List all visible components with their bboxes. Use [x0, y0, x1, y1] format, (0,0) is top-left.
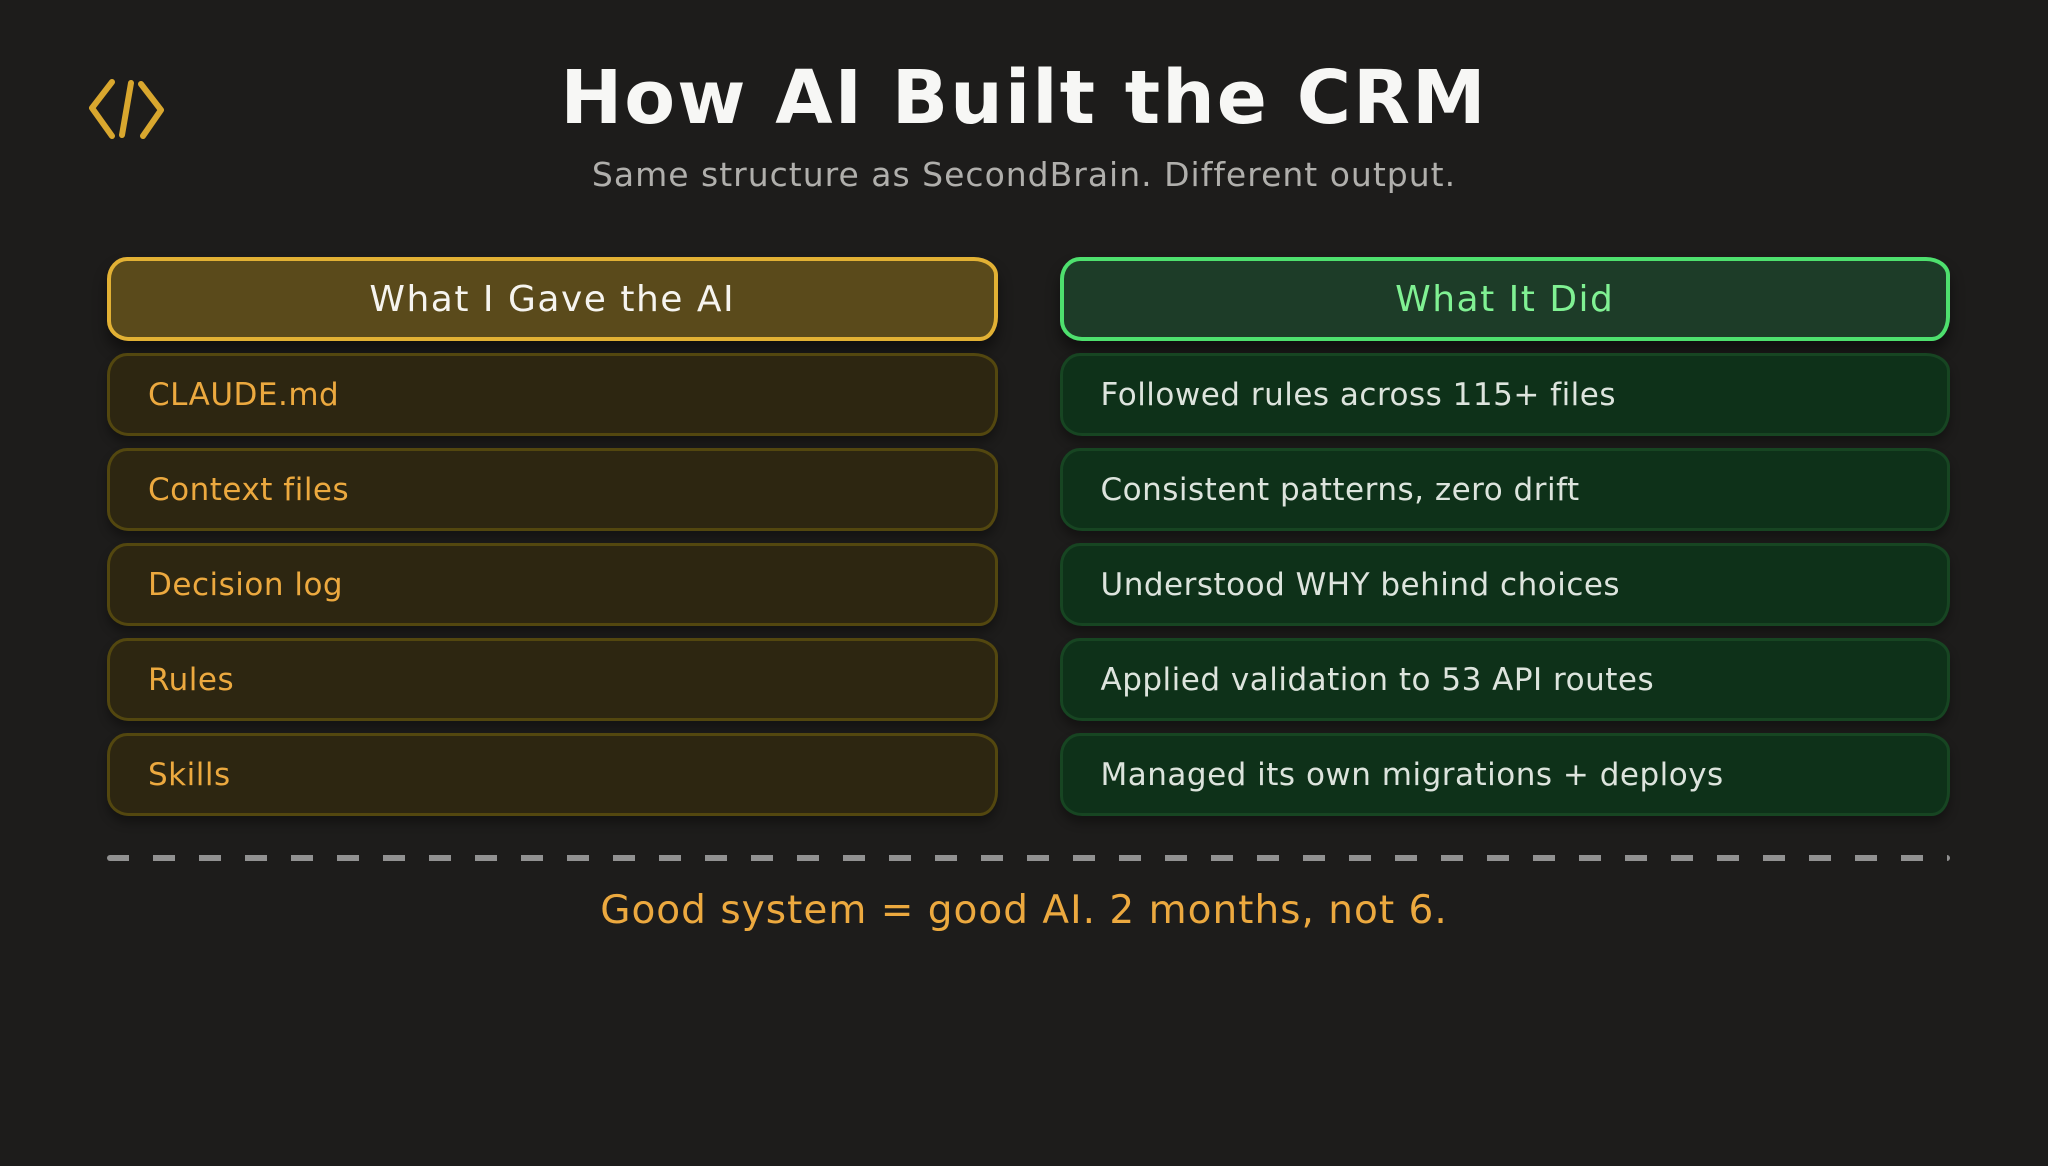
- column-what-i-gave: What I Gave the AI CLAUDE.md Context fil…: [107, 257, 998, 828]
- page-header: How AI Built the CRM Same structure as S…: [0, 55, 2048, 195]
- left-item-claude-md: CLAUDE.md: [107, 353, 998, 436]
- right-item-applied-validation: Applied validation to 53 API routes: [1059, 638, 1950, 721]
- page-title: How AI Built the CRM: [560, 55, 1488, 141]
- right-column-header: What It Did: [1059, 257, 1950, 341]
- column-what-it-did: What It Did Followed rules across 115+ f…: [1059, 257, 1950, 828]
- footer-quote: Good system = good AI. 2 months, not 6.: [600, 888, 1448, 933]
- page-subtitle: Same structure as SecondBrain. Different…: [591, 155, 1457, 195]
- right-item-managed-migrations: Managed its own migrations + deploys: [1059, 733, 1950, 816]
- left-item-context-files: Context files: [107, 448, 998, 531]
- comparison-columns: What I Gave the AI CLAUDE.md Context fil…: [107, 257, 1950, 828]
- dashed-divider: [107, 855, 1950, 861]
- right-item-understood-why: Understood WHY behind choices: [1059, 543, 1950, 626]
- left-item-rules: Rules: [107, 638, 998, 721]
- left-item-skills: Skills: [107, 733, 998, 816]
- left-item-decision-log: Decision log: [107, 543, 998, 626]
- code-slash-icon: [86, 74, 166, 142]
- right-item-consistent-patterns: Consistent patterns, zero drift: [1059, 448, 1950, 531]
- right-item-followed-rules: Followed rules across 115+ files: [1059, 353, 1950, 436]
- left-column-header: What I Gave the AI: [107, 257, 998, 341]
